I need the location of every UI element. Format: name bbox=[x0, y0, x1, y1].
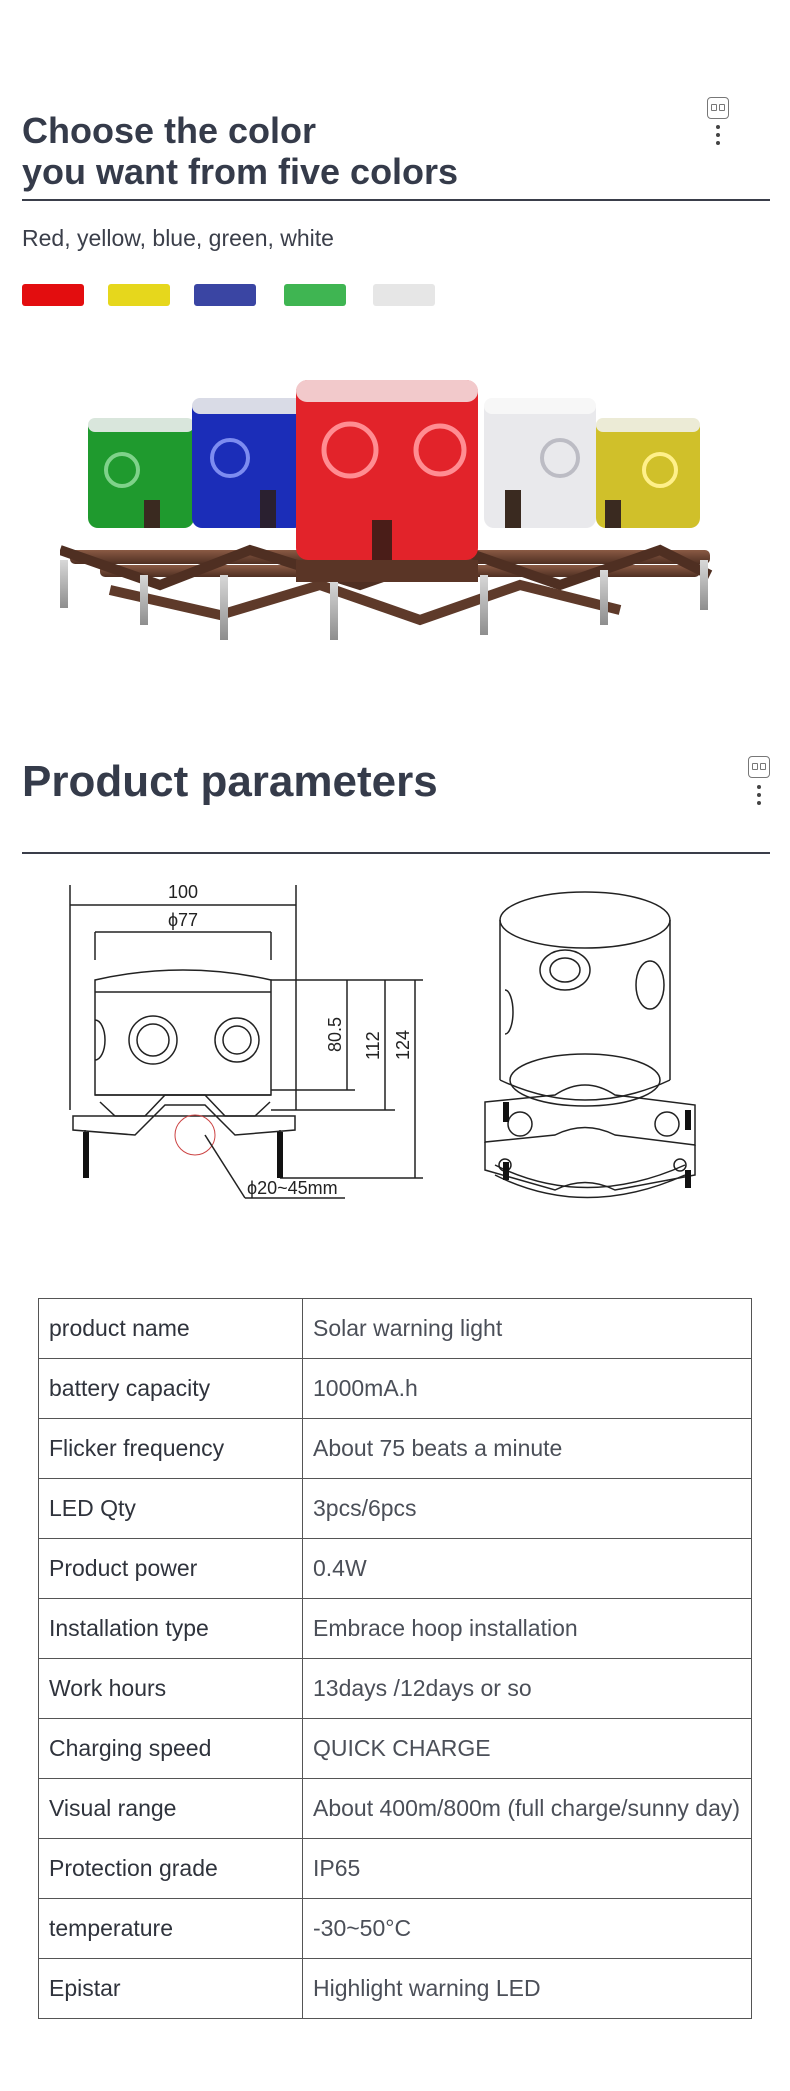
dim-pipe-range: ϕ20~45mm bbox=[247, 1178, 338, 1198]
dim-height-112: 112 bbox=[363, 1031, 383, 1060]
dim-height-124: 124 bbox=[393, 1030, 413, 1060]
param-value: About 400m/800m (full charge/sunny day) bbox=[302, 1778, 752, 1839]
param-label: Product power bbox=[38, 1538, 303, 1599]
param-value: 13days /12days or so bbox=[302, 1658, 752, 1719]
section-title-colors: Choose the color you want from five colo… bbox=[22, 110, 582, 192]
color-list-text: Red, yellow, blue, green, white bbox=[22, 225, 334, 251]
light-white bbox=[484, 398, 596, 528]
param-value: IP65 bbox=[302, 1838, 752, 1899]
light-blue bbox=[192, 398, 304, 528]
param-value: 3pcs/6pcs bbox=[302, 1478, 752, 1539]
param-label: Charging speed bbox=[38, 1718, 303, 1779]
param-label: Flicker frequency bbox=[38, 1418, 303, 1479]
param-label: Visual range bbox=[38, 1778, 303, 1839]
param-value: Solar warning light bbox=[302, 1298, 752, 1359]
divider bbox=[22, 852, 770, 854]
light-yellow bbox=[596, 418, 700, 528]
swatch-green bbox=[284, 284, 346, 306]
section-title-parameters: Product parameters bbox=[22, 757, 438, 806]
divider bbox=[22, 199, 770, 201]
param-value: About 75 beats a minute bbox=[302, 1418, 752, 1479]
param-value: -30~50°C bbox=[302, 1898, 752, 1959]
param-label: temperature bbox=[38, 1898, 303, 1959]
title-line-1: Choose the color bbox=[22, 110, 317, 151]
table-row: temperature-30~50°C bbox=[38, 1898, 752, 1959]
param-value: 0.4W bbox=[302, 1538, 752, 1599]
swatch-yellow bbox=[108, 284, 170, 306]
swatch-red bbox=[22, 284, 84, 306]
dim-height-80-5: 80.5 bbox=[325, 1017, 345, 1052]
param-label: Installation type bbox=[38, 1598, 303, 1659]
param-value: Highlight warning LED bbox=[302, 1958, 752, 2019]
param-value: Embrace hoop installation bbox=[302, 1598, 752, 1659]
swatch-blue bbox=[194, 284, 256, 306]
param-value: QUICK CHARGE bbox=[302, 1718, 752, 1779]
param-label: product name bbox=[38, 1298, 303, 1359]
product-lights-image bbox=[60, 380, 713, 640]
swatch-white bbox=[373, 284, 435, 306]
more-vertical-icon bbox=[757, 785, 761, 805]
more-vertical-icon bbox=[716, 125, 720, 145]
dimension-drawing: 100 ϕ77 80.5 112 124 ϕ20~45mm bbox=[69, 882, 696, 1199]
param-label: Work hours bbox=[38, 1658, 303, 1719]
param-label: Epistar bbox=[38, 1958, 303, 2019]
param-label: Protection grade bbox=[38, 1838, 303, 1899]
title-line-2: you want from five colors bbox=[22, 151, 459, 192]
dim-diameter-77: ϕ77 bbox=[168, 910, 198, 930]
param-value: 1000mA.h bbox=[302, 1358, 752, 1419]
param-label: battery capacity bbox=[38, 1358, 303, 1419]
light-red bbox=[296, 380, 478, 582]
param-label: LED Qty bbox=[38, 1478, 303, 1539]
light-green bbox=[88, 418, 194, 528]
frame-icon bbox=[707, 97, 729, 119]
dim-width-100: 100 bbox=[168, 882, 198, 902]
frame-icon bbox=[748, 756, 770, 778]
